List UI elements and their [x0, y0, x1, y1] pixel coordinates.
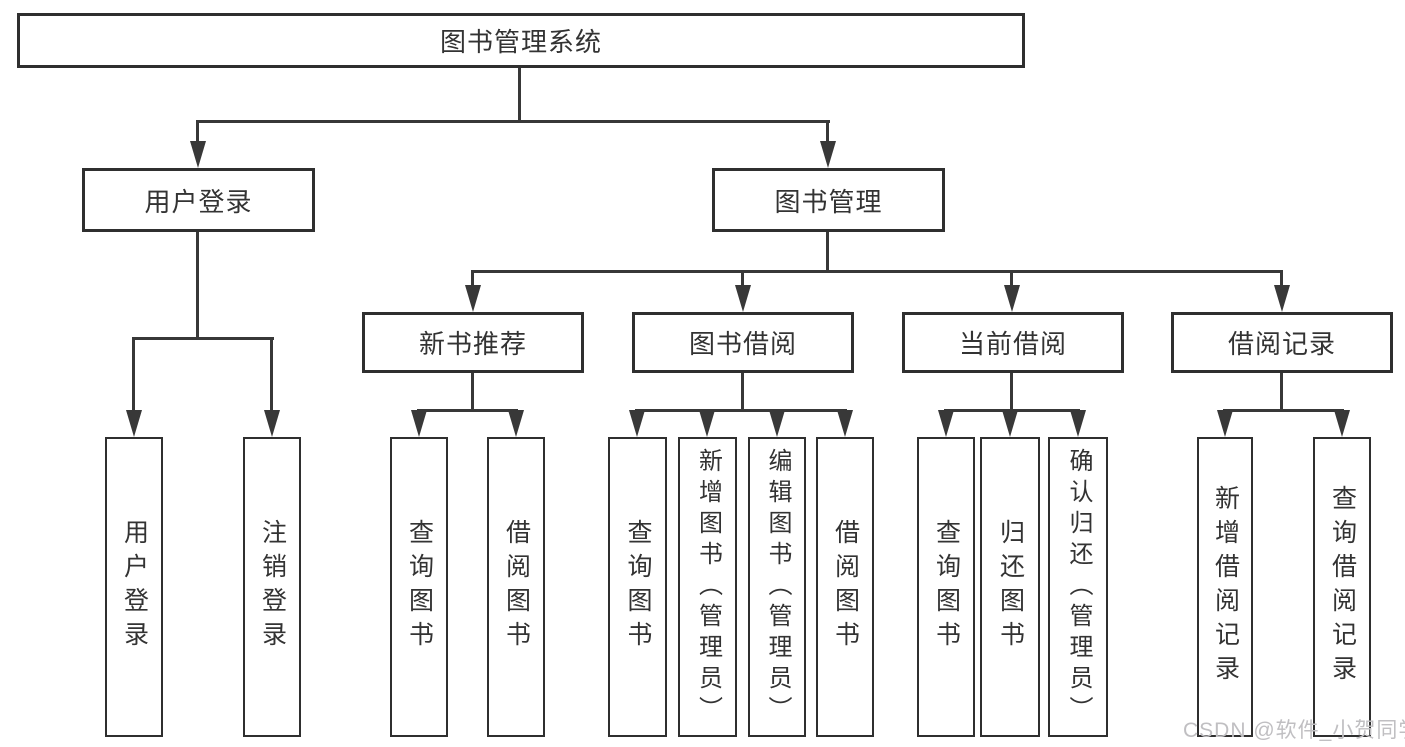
arrowhead-down-icon: [465, 285, 481, 312]
node-book-borrow: 图书借阅: [632, 312, 854, 373]
arrowhead-down-icon: [1004, 285, 1020, 312]
leaf-records-add-record: 新增借阅记录: [1197, 437, 1253, 737]
connector-line: [635, 409, 847, 412]
arrowhead-down-icon: [264, 410, 280, 437]
node-borrow-records: 借阅记录: [1171, 312, 1393, 373]
node-borrow-records-label: 借阅记录: [1227, 329, 1336, 359]
node-current-borrow-label: 当前借阅: [958, 329, 1067, 359]
leaf-records-query-record-label: 查询借阅记录: [1328, 485, 1357, 689]
connector-line: [471, 270, 1283, 273]
node-user-login-label: 用户登录: [144, 186, 253, 217]
connector-line: [196, 120, 830, 123]
connector-line: [1280, 373, 1283, 411]
connector-line: [132, 337, 274, 340]
connector-line: [518, 68, 521, 122]
arrowhead-down-icon: [190, 141, 206, 168]
arrowhead-down-icon: [938, 410, 954, 437]
connector-line: [471, 270, 474, 288]
node-book-management: 图书管理: [712, 168, 945, 232]
leaf-current-confirm-return-admin-label: 确认归还（管理员）: [1065, 447, 1092, 727]
node-book-borrow-label: 图书借阅: [688, 329, 797, 359]
connector-line: [1010, 270, 1013, 288]
connector-line: [826, 120, 829, 144]
connector-line: [1010, 373, 1013, 411]
arrowhead-down-icon: [508, 410, 524, 437]
node-root-label: 图书管理系统: [439, 27, 602, 57]
leaf-borrow-query-books-label: 查询图书: [624, 519, 652, 655]
arrowhead-down-icon: [1217, 410, 1233, 437]
leaf-logout: 注销登录: [243, 437, 301, 737]
arrowhead-down-icon: [126, 410, 142, 437]
node-book-management-label: 图书管理: [774, 186, 883, 217]
leaf-recommend-query-books: 查询图书: [390, 437, 448, 737]
connector-line: [471, 373, 474, 411]
leaf-borrow-borrow-books-label: 借阅图书: [831, 519, 860, 655]
connector-line: [270, 337, 273, 413]
node-root: 图书管理系统: [17, 13, 1025, 68]
leaf-borrow-query-books: 查询图书: [608, 437, 667, 737]
connector-line: [196, 120, 199, 144]
arrowhead-down-icon: [1002, 410, 1018, 437]
leaf-records-query-record: 查询借阅记录: [1313, 437, 1371, 737]
leaf-current-confirm-return-admin: 确认归还（管理员）: [1048, 437, 1108, 737]
arrowhead-down-icon: [769, 410, 785, 437]
arrowhead-down-icon: [735, 285, 751, 312]
arrowhead-down-icon: [837, 410, 853, 437]
leaf-recommend-borrow-books: 借阅图书: [487, 437, 545, 737]
leaf-user-login: 用户登录: [105, 437, 163, 737]
connector-line: [196, 232, 199, 339]
connector-line: [826, 232, 829, 272]
leaf-recommend-query-books-label: 查询图书: [405, 519, 434, 655]
arrowhead-down-icon: [411, 410, 427, 437]
arrowhead-down-icon: [1334, 410, 1350, 437]
connector-line: [417, 409, 518, 412]
csdn-watermark: CSDN @软件_小贺同学: [1183, 719, 1405, 742]
leaf-current-query-books: 查询图书: [917, 437, 975, 737]
leaf-recommend-borrow-books-label: 借阅图书: [502, 519, 531, 655]
leaf-borrow-borrow-books: 借阅图书: [816, 437, 874, 737]
leaf-borrow-add-books-admin: 新增图书（管理员）: [678, 437, 737, 737]
connector-line: [1280, 270, 1283, 288]
leaf-user-login-label: 用户登录: [120, 519, 149, 655]
connector-line: [741, 270, 744, 288]
leaf-borrow-add-books-admin-label: 新增图书（管理员）: [694, 447, 722, 727]
leaf-borrow-edit-books-admin-label: 编辑图书（管理员）: [764, 447, 791, 727]
leaf-current-query-books-label: 查询图书: [932, 519, 961, 655]
connector-line: [132, 337, 135, 413]
leaf-current-return-books: 归还图书: [980, 437, 1040, 737]
connector-line: [1223, 409, 1344, 412]
leaf-current-return-books-label: 归还图书: [996, 519, 1025, 655]
leaf-borrow-edit-books-admin: 编辑图书（管理员）: [748, 437, 806, 737]
node-new-book-recommend-label: 新书推荐: [418, 329, 527, 359]
arrowhead-down-icon: [699, 410, 715, 437]
node-new-book-recommend: 新书推荐: [362, 312, 584, 373]
node-user-login: 用户登录: [82, 168, 315, 232]
connector-line: [741, 373, 744, 411]
arrowhead-down-icon: [1070, 410, 1086, 437]
arrowhead-down-icon: [820, 141, 836, 168]
leaf-records-add-record-label: 新增借阅记录: [1211, 485, 1240, 689]
leaf-logout-label: 注销登录: [258, 519, 287, 655]
arrowhead-down-icon: [1274, 285, 1290, 312]
arrowhead-down-icon: [629, 410, 645, 437]
node-current-borrow: 当前借阅: [902, 312, 1124, 373]
